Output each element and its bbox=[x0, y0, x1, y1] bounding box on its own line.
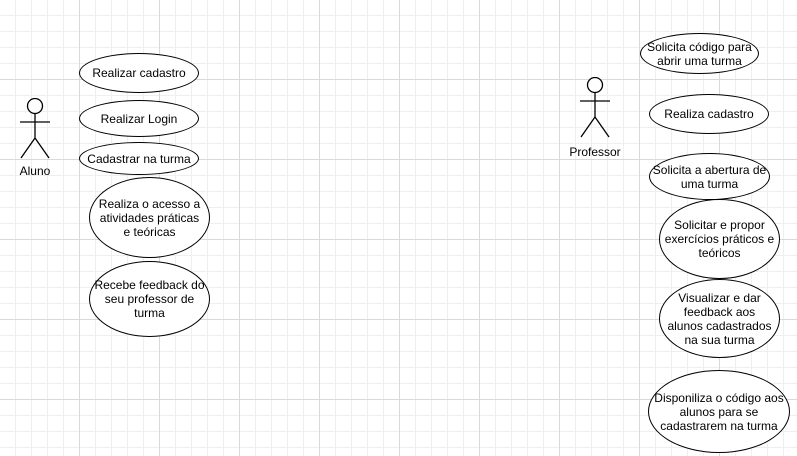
stick-figure-icon bbox=[580, 77, 610, 138]
usecase-solicita-codigo[interactable]: Solicita código para abrir uma turma bbox=[640, 33, 759, 74]
usecase-label: Solicita código para abrir uma turma bbox=[647, 39, 752, 68]
usecase-label: Solicitar e propor exercícios práticos e… bbox=[664, 218, 775, 260]
usecase-acesso-atividades[interactable]: Realiza o acesso a atividades práticas e… bbox=[89, 177, 210, 258]
usecase-realiza-cadastro[interactable]: Realiza cadastro bbox=[649, 94, 769, 134]
actor-label-aluno: Aluno bbox=[19, 164, 51, 178]
usecase-label: Realizar cadastro bbox=[92, 66, 186, 80]
usecase-propor-exercicios[interactable]: Solicitar e propor exercícios práticos e… bbox=[659, 199, 780, 279]
usecase-realizar-login[interactable]: Realizar Login bbox=[79, 100, 199, 137]
usecase-recebe-feedback[interactable]: Recebe feedback do seu professor de turm… bbox=[89, 261, 210, 337]
usecase-label: Recebe feedback do seu professor de turm… bbox=[94, 278, 205, 320]
usecase-label: Realiza cadastro bbox=[664, 107, 754, 121]
usecase-label: Realiza o acesso a atividades práticas e… bbox=[98, 196, 201, 239]
actor-label-professor: Professor bbox=[569, 145, 621, 159]
usecase-visualizar-feedback[interactable]: Visualizar e dar feedback aos alunos cad… bbox=[659, 279, 780, 358]
usecase-cadastrar-na-turma[interactable]: Cadastrar na turma bbox=[79, 142, 199, 175]
actor-aluno[interactable]: Aluno bbox=[5, 98, 65, 188]
usecase-label: Solicita a abertura de uma turma bbox=[652, 162, 767, 191]
stick-figure-icon bbox=[20, 98, 50, 159]
usecase-solicita-abertura[interactable]: Solicita a abertura de uma turma bbox=[649, 153, 770, 200]
usecase-disponiliza-codigo[interactable]: Disponiliza o código aos alunos para se … bbox=[648, 370, 790, 453]
usecase-label: Disponiliza o código aos alunos para se … bbox=[654, 390, 784, 433]
usecase-label: Visualizar e dar feedback aos alunos cad… bbox=[667, 290, 772, 347]
actor-professor[interactable]: Professor bbox=[565, 77, 625, 167]
usecase-label: Realizar Login bbox=[100, 111, 178, 126]
usecase-label: Cadastrar na turma bbox=[87, 151, 191, 166]
usecase-realizar-cadastro[interactable]: Realizar cadastro bbox=[79, 53, 199, 93]
